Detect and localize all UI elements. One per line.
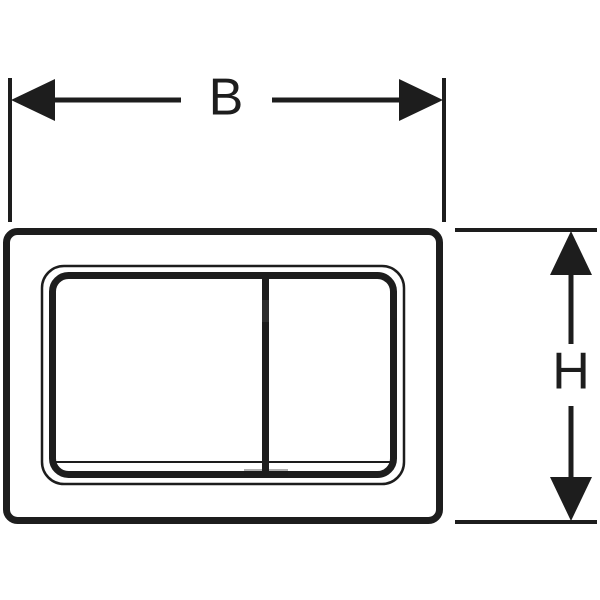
height-dimension-label: H	[552, 343, 590, 401]
divider-tab-detail	[244, 469, 288, 476]
arrow-down-icon	[550, 477, 592, 521]
height-dimension-group: H	[455, 228, 597, 524]
divider-notch-detail	[262, 300, 269, 322]
arrow-left-icon	[11, 79, 55, 121]
width-dimension-label: B	[209, 69, 244, 127]
panel-side-notch-right	[393, 318, 397, 360]
actuator-plate-group	[3, 228, 443, 524]
width-dimension-group: B	[8, 69, 446, 222]
button-recess-outline	[40, 264, 406, 486]
button-panel-outline	[49, 272, 397, 478]
panel-side-notch-left	[49, 318, 53, 360]
arrow-right-icon	[399, 79, 443, 121]
arrow-up-icon	[550, 231, 592, 275]
